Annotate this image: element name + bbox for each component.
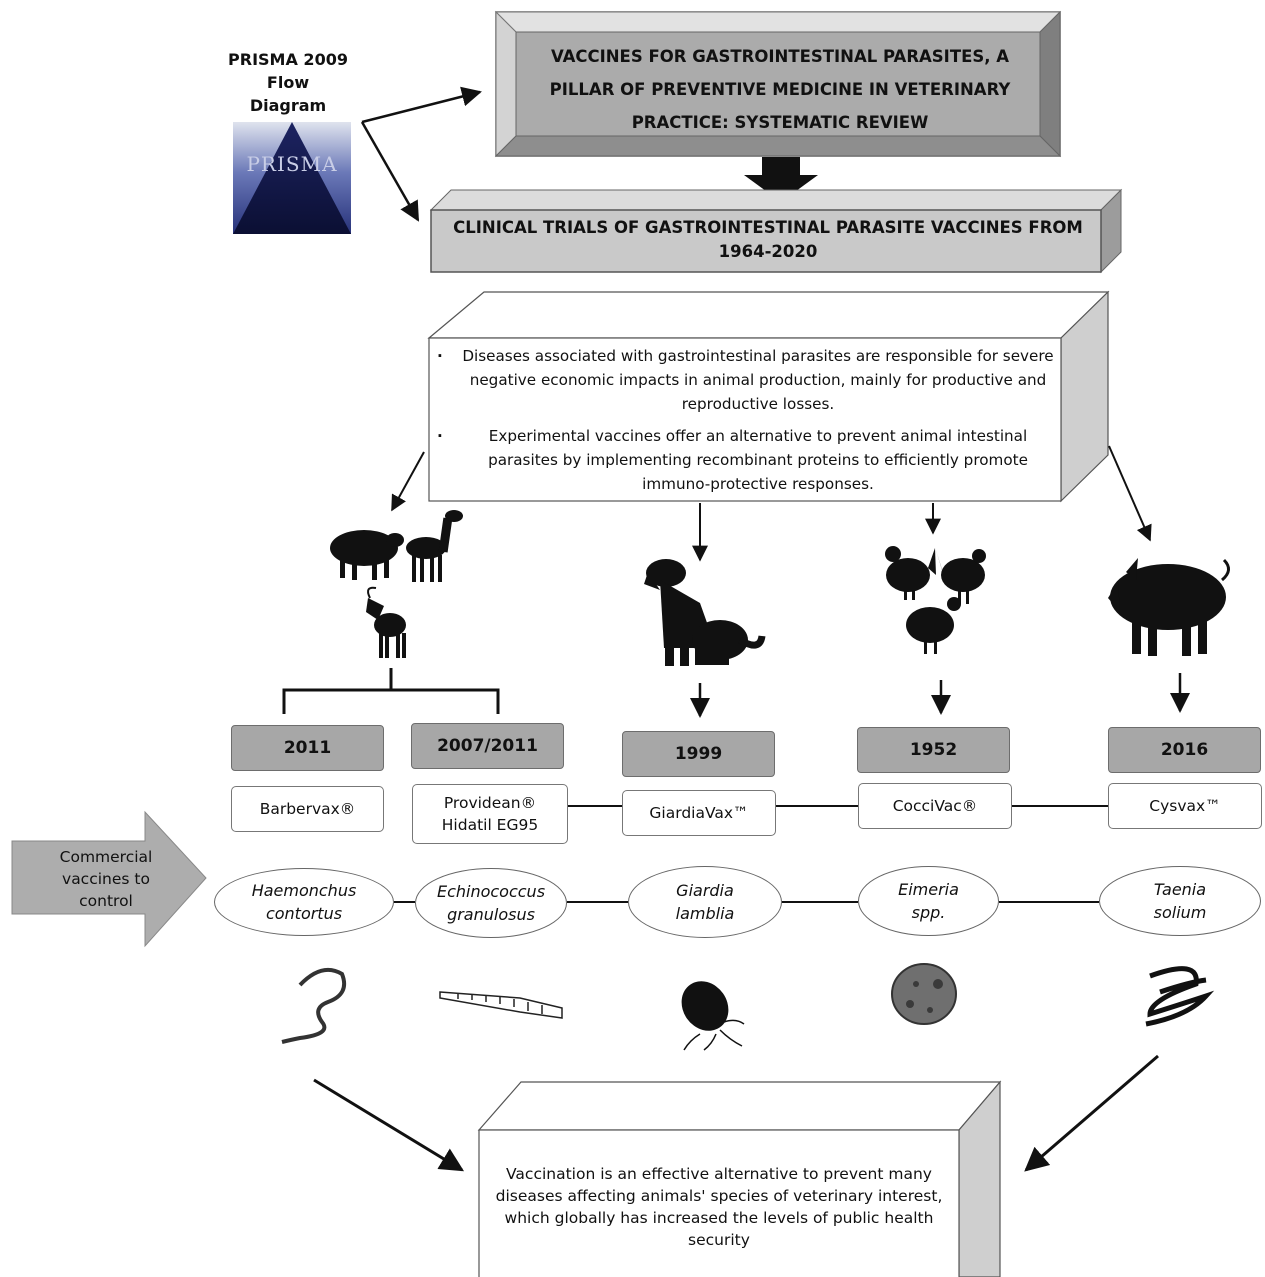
dog-icon [644, 559, 766, 666]
info-item: Experimental vaccines offer an alternati… [433, 424, 1061, 496]
tapeworm-icon [439, 991, 563, 1019]
pig-icon [1108, 558, 1230, 656]
vaccine-box: Cysvax™ [1108, 783, 1262, 829]
vaccine-box: GiardiaVax™ [622, 790, 776, 836]
commercial-arrow [11, 810, 207, 948]
year-box: 2007/2011 [411, 723, 564, 769]
parasite-ellipse: Haemonchus contortus [214, 868, 394, 936]
year-box: 2011 [231, 725, 384, 771]
parasite-ellipse: Giardia lamblia [628, 866, 782, 938]
year-box: 1952 [857, 727, 1010, 773]
oocyst-icon [891, 963, 957, 1025]
year-box: 1999 [622, 731, 775, 777]
chicken-icon [885, 546, 986, 604]
conclusion-box [477, 1080, 1002, 1277]
parasite-ellipse: Eimeria spp. [858, 866, 999, 936]
prisma-label: PRISMA 2009 Flow Diagram [228, 50, 348, 115]
title-box [494, 10, 1062, 158]
goat-icon [366, 586, 406, 658]
year-box: 2016 [1108, 727, 1261, 773]
info-item: Diseases associated with gastrointestina… [433, 344, 1061, 416]
prisma-logo: PRISMA [233, 122, 351, 234]
diagram-title: VACCINES FOR GASTROINTESTINAL PARASITES,… [549, 47, 1011, 132]
prisma-logo-word: PRISMA [246, 152, 338, 176]
trials-box [429, 188, 1123, 274]
worm-icon [281, 967, 347, 1044]
conclusion-text: Vaccination is an effective alternative … [495, 1165, 943, 1249]
trials-heading: CLINICAL TRIALS OF GASTROINTESTINAL PARA… [453, 218, 1083, 261]
parasite-ellipse: Echinococcus granulosus [415, 868, 567, 938]
info-list: Diseases associated with gastrointestina… [433, 344, 1061, 504]
prisma-triangle-icon [233, 122, 351, 234]
sheep-icon [330, 530, 404, 580]
turkey-icon [906, 597, 961, 654]
parasite-ellipse: Taenia solium [1099, 866, 1261, 936]
llama-icon [406, 510, 463, 582]
vaccine-box: Providean® Hidatil EG95 [412, 784, 568, 844]
down-arrow-big [744, 157, 818, 202]
taenia-icon [1145, 966, 1215, 1027]
vaccine-box: Barbervax® [231, 786, 384, 832]
commercial-label: Commercial vaccines to control [59, 848, 153, 910]
giardia-icon [681, 981, 745, 1051]
vaccine-box: CocciVac® [858, 783, 1012, 829]
